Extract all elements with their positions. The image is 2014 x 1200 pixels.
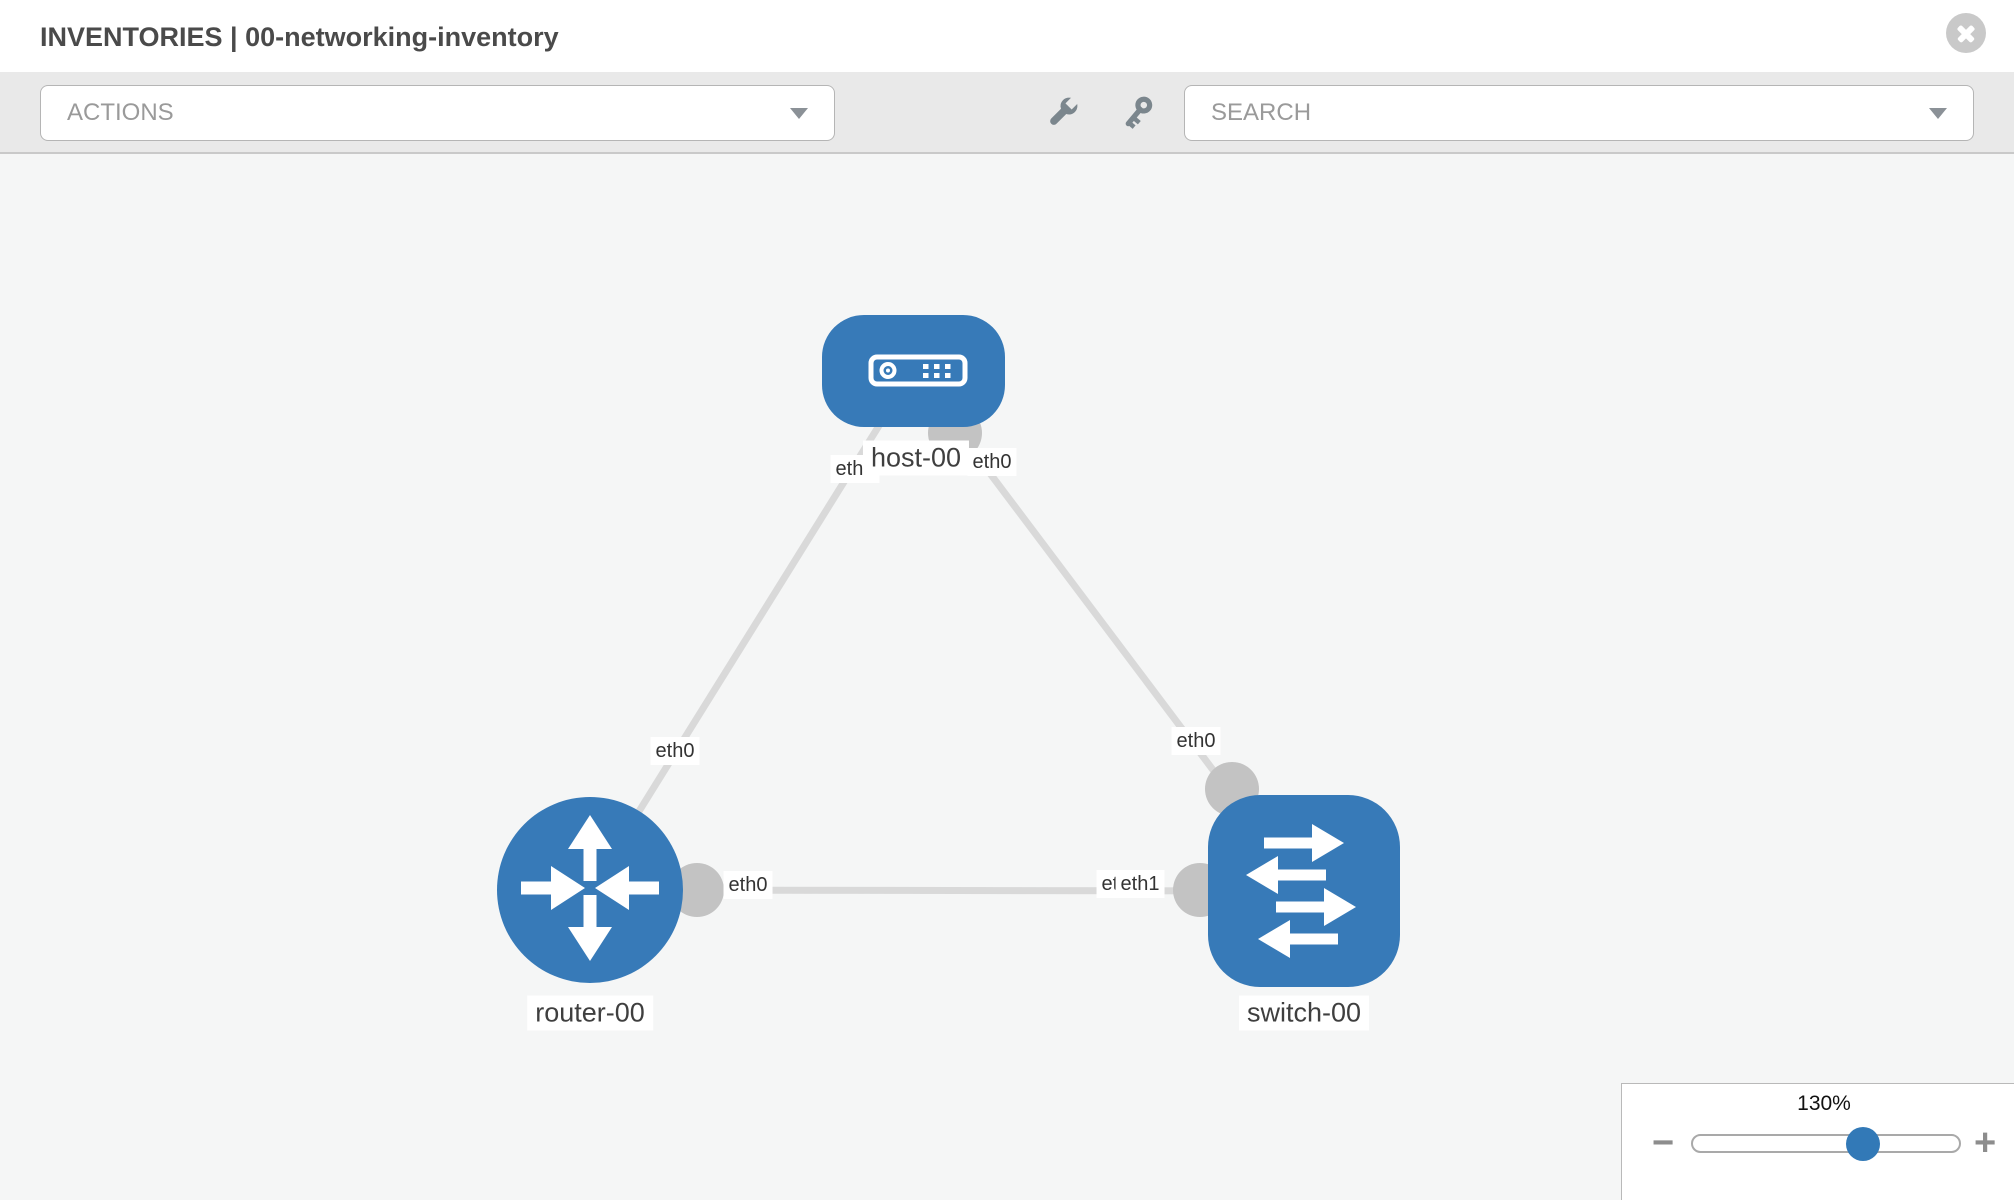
node-label-host-00: host-00 (862, 440, 970, 476)
zoom-level: 130% (1797, 1092, 1851, 1115)
node-label-switch-00: switch-00 (1238, 995, 1370, 1031)
node-host-00[interactable] (821, 313, 1005, 430)
actions-dropdown-label: ACTIONS (67, 99, 174, 126)
page-title: INVENTORIES | 00-networking-inventory (40, 22, 559, 52)
port-circle (670, 863, 724, 917)
interface-label: eth0 (1171, 727, 1221, 755)
wrench-icon[interactable] (1045, 94, 1081, 130)
zoom-in-button[interactable]: + (1974, 1122, 1997, 1164)
close-icon (1946, 13, 1986, 53)
node-label-router-00: router-00 (527, 995, 653, 1031)
host-icon (822, 313, 1005, 430)
zoom-panel: 130% − + (1621, 1083, 2014, 1200)
search-dropdown[interactable]: SEARCH (1184, 85, 1974, 141)
interface-label: eth0 (650, 737, 700, 765)
router-icon (497, 795, 683, 986)
zoom-slider-track[interactable] (1691, 1134, 1961, 1153)
interface-label: eth0 (967, 448, 1017, 476)
caret-down-icon (790, 107, 808, 119)
node-router-00[interactable] (497, 797, 683, 983)
search-dropdown-label: SEARCH (1211, 99, 1312, 126)
node-switch-00[interactable] (1208, 795, 1400, 987)
caret-down-icon (1929, 107, 1947, 119)
header: INVENTORIES | 00-networking-inventory (0, 0, 2014, 72)
key-icon[interactable] (1120, 94, 1156, 130)
zoom-out-button[interactable]: − (1652, 1122, 1675, 1164)
interface-label: eth0 (723, 871, 773, 899)
toolbar: ACTIONS SEARCH (0, 72, 2014, 154)
zoom-slider-knob[interactable] (1846, 1127, 1880, 1161)
switch-icon (1208, 793, 1400, 990)
actions-dropdown[interactable]: ACTIONS (40, 85, 835, 141)
interface-label: eth1 (1115, 870, 1165, 898)
close-button[interactable] (1946, 13, 1986, 53)
